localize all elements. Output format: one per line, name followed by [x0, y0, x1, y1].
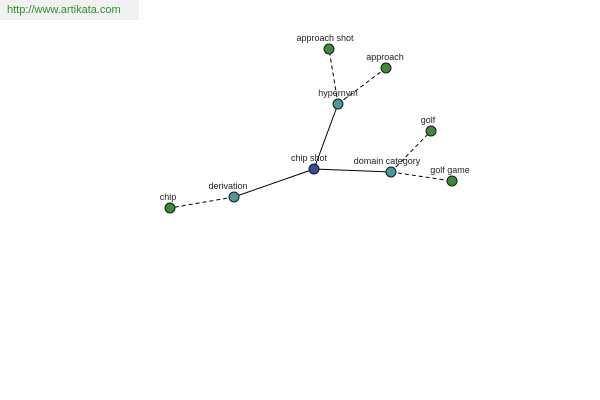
node-chip[interactable]: chip — [160, 192, 177, 214]
edge-domain-category-golf — [390, 130, 432, 173]
node-chip-label[interactable]: chip — [160, 192, 177, 202]
node-golf-game[interactable]: golf game — [430, 165, 470, 187]
node-approach[interactable]: approach — [366, 52, 404, 74]
node-golf-label[interactable]: golf — [421, 115, 436, 125]
node-chip-shot-dot[interactable] — [308, 163, 320, 175]
node-derivation-label[interactable]: derivation — [208, 181, 247, 191]
node-domain-category[interactable]: domain category — [354, 156, 421, 178]
node-domain-category-label[interactable]: domain category — [354, 156, 421, 166]
node-derivation[interactable]: derivation — [208, 181, 248, 203]
node-approach-dot[interactable] — [380, 62, 392, 74]
node-approach-shot-label[interactable]: approach shot — [296, 33, 354, 43]
edge-hypernym-approach — [337, 67, 387, 105]
edge-chip-shot-derivation — [233, 168, 315, 198]
node-hypernym[interactable]: hypernym — [318, 88, 358, 110]
edge-chip-shot-domain-category — [313, 168, 392, 173]
node-approach-shot[interactable]: approach shot — [296, 33, 354, 55]
node-golf-dot[interactable] — [425, 125, 437, 137]
node-chip-dot[interactable] — [164, 202, 176, 214]
node-golf-game-label[interactable]: golf game — [430, 165, 470, 175]
node-hypernym-dot[interactable] — [332, 98, 344, 110]
node-hypernym-label[interactable]: hypernym — [318, 88, 358, 98]
node-golf-game-dot[interactable] — [446, 175, 458, 187]
edge-derivation-chip — [169, 196, 235, 209]
node-golf[interactable]: golf — [421, 115, 437, 137]
node-derivation-dot[interactable] — [228, 191, 240, 203]
node-chip-shot-label[interactable]: chip shot — [291, 153, 328, 163]
edge-hypernym-approach-shot — [328, 48, 339, 105]
edge-chip-shot-hypernym — [313, 103, 339, 170]
node-approach-label[interactable]: approach — [366, 52, 404, 62]
node-domain-category-dot[interactable] — [385, 166, 397, 178]
edge-domain-category-golf-game — [390, 171, 453, 182]
node-approach-shot-dot[interactable] — [323, 43, 335, 55]
site-url-link[interactable]: http://www.artikata.com — [0, 0, 139, 20]
node-chip-shot[interactable]: chip shot — [291, 153, 328, 175]
